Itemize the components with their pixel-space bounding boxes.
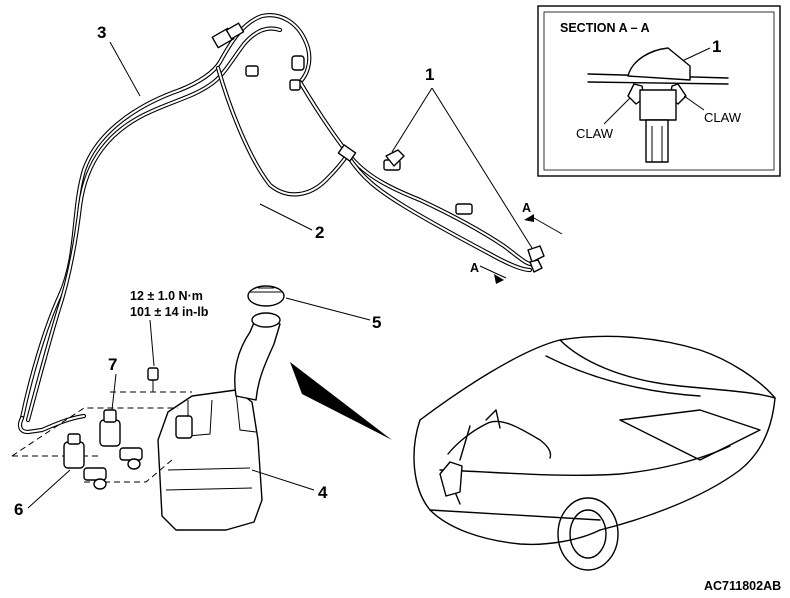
callout-3: 3 [97,23,106,42]
section-a-inset: SECTION A – A 1 CLAW CLAW [537,5,781,177]
svg-text:A: A [470,261,479,275]
location-pointer [290,362,392,440]
washer-tank-icon [157,312,281,531]
hose-clips [211,22,473,215]
callout-5: 5 [372,313,381,332]
callout-6: 6 [14,500,23,519]
vehicle-location-icon [413,335,776,571]
callout-1: 1 [425,65,434,84]
washer-hose-assembly [17,13,537,435]
torque-metric: 12 ± 1.0 N·m [130,289,203,303]
callout-2: 2 [315,223,324,242]
section-a-marker: A A [470,201,563,284]
tank-cap-icon [247,285,285,307]
washer-pump-rear-icon [99,409,143,470]
svg-text:A: A [522,201,531,215]
torque-imperial: 101 ± 14 in-lb [130,305,209,319]
washer-nozzle-icon [385,149,545,273]
bolt-icon [147,367,159,392]
callout-4: 4 [318,483,328,502]
callout-7: 7 [108,355,117,374]
washer-pump-front-icon [63,433,107,490]
figure-code: AC711802AB [704,579,781,593]
inset-callout-1: 1 [712,37,721,56]
claw-label-left: CLAW [576,126,614,141]
inset-title: SECTION A – A [560,21,650,35]
claw-label-right: CLAW [704,110,742,125]
